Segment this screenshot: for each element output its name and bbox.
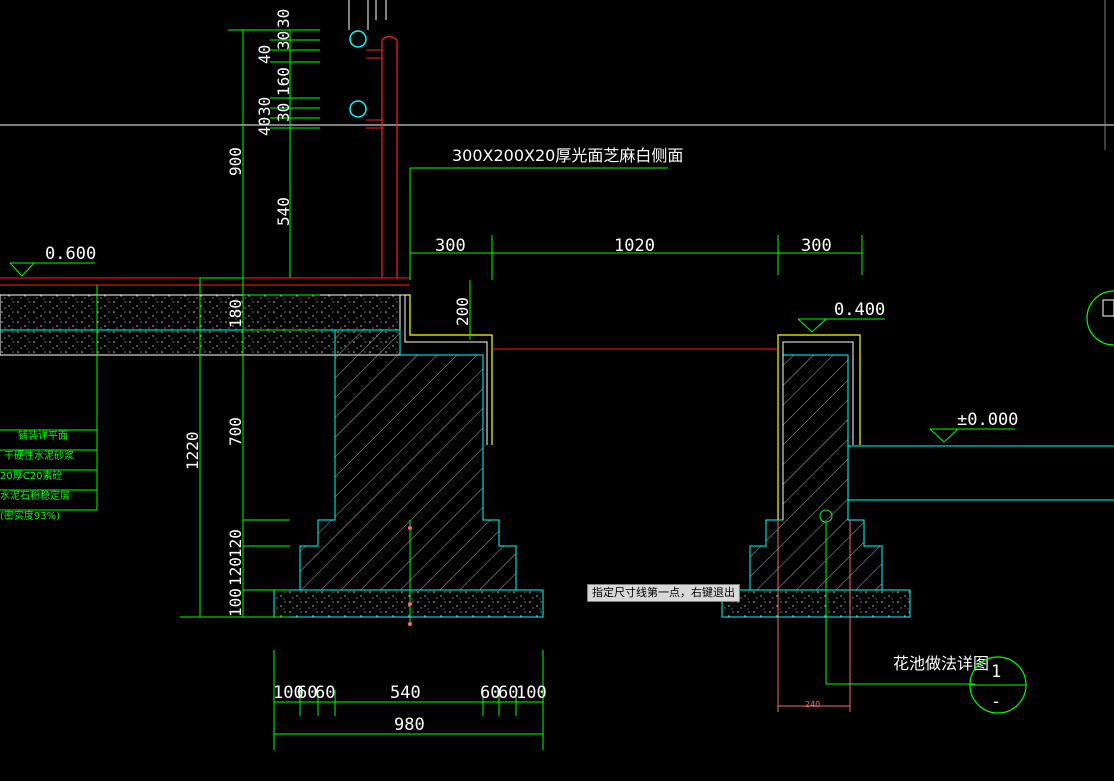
elevation-mid-label: 0.400 [834, 300, 885, 320]
dim-v-40b: 40 [255, 117, 274, 136]
command-tooltip: 指定尺寸线第一点，右键退出 [587, 584, 740, 602]
legend-line-5: (密实度93%) [0, 509, 60, 522]
dim-b-100b: 100 [516, 683, 547, 703]
detail-title: 花池做法详图 [893, 654, 989, 673]
detail-number: 1 [991, 662, 1001, 682]
dim-v-120b: 120 [226, 557, 245, 586]
legend-line-4: 水泥石粉稳定层 [0, 489, 70, 502]
legend-line-3: 20厚C20素砼 [0, 469, 62, 482]
dim-v-30d: 30 [255, 97, 274, 116]
dim-v-180: 180 [226, 299, 245, 328]
dim-top-3: 300 [801, 236, 832, 256]
background-linework [848, 0, 1114, 501]
dim-v-100: 100 [226, 588, 245, 617]
elevation-marker-mid: 0.400 [797, 300, 885, 333]
dim-top-1: 300 [435, 236, 466, 256]
dim-v-40a: 40 [255, 45, 274, 64]
dim-v-160: 160 [274, 67, 293, 96]
elevation-marker-left: 0.600 [9, 244, 96, 277]
dim-v-200: 200 [453, 297, 472, 326]
right-planter-wall [721, 334, 975, 712]
top-horizontal-dimension-lines [409, 167, 863, 340]
dim-b-540: 540 [390, 683, 421, 703]
legend-leader [0, 429, 97, 511]
vertical-dimension-lines [96, 29, 320, 618]
dim-v-30b: 30 [274, 31, 293, 50]
dim-v-120a: 120 [226, 529, 245, 558]
centre-axis [408, 520, 412, 626]
partial-bubble-right [1086, 290, 1114, 346]
railing [348, 0, 398, 278]
detail-callout: 花池做法详图 1 - [893, 654, 1027, 714]
dim-b-60b: 60 [315, 683, 335, 703]
dim-b-100a: 100 [273, 683, 304, 703]
material-note: 300X200X20厚光面芝麻白侧面 [452, 146, 683, 165]
dim-b-60c: 60 [480, 683, 500, 703]
elevation-marker-right: ±0.000 [929, 410, 1018, 443]
elevation-left-label: 0.600 [45, 244, 96, 264]
legend-line-1: 铺装详平面 [18, 429, 68, 442]
dim-b-980: 980 [394, 715, 425, 735]
dim-v-700: 700 [226, 417, 245, 446]
left-planter-wall [273, 294, 544, 618]
dim-b-60a: 60 [297, 683, 317, 703]
detail-sheet: - [991, 692, 1001, 712]
dim-240: 240 [805, 700, 820, 709]
elevation-right-label: ±0.000 [957, 410, 1018, 430]
legend-line-2: 干硬性水泥砂浆 [4, 449, 74, 462]
dim-v-900: 900 [226, 147, 245, 176]
dim-top-2: 1020 [614, 236, 655, 256]
dim-v-1220: 1220 [183, 431, 202, 470]
bottom-dimension-lines [273, 650, 544, 750]
dim-v-30a: 30 [274, 9, 293, 28]
dim-v-540: 540 [274, 197, 293, 226]
dim-b-60d: 60 [498, 683, 518, 703]
dim-v-30c: 30 [274, 103, 293, 122]
